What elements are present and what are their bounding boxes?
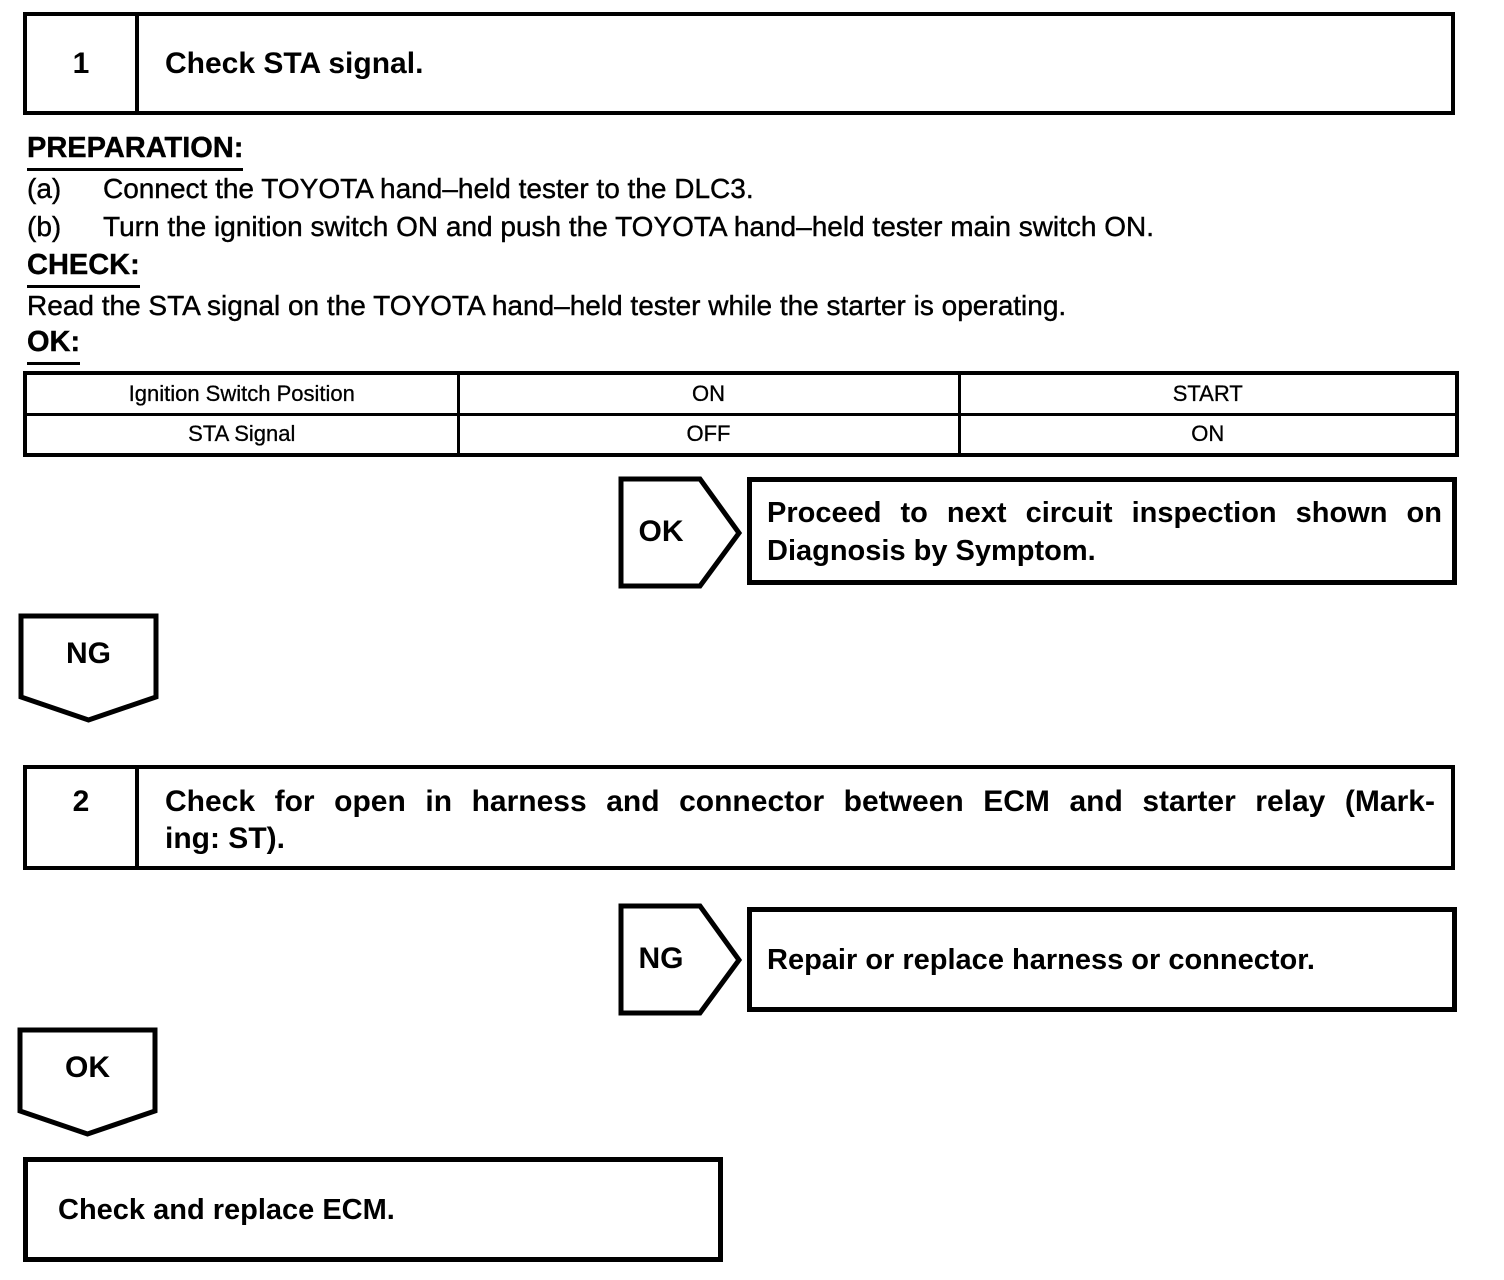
right-arrow-tag-icon: [618, 476, 742, 589]
step-1-title: Check STA signal.: [165, 47, 424, 80]
check-heading: CHECK:: [27, 249, 140, 288]
table-cell: STA Signal: [23, 412, 460, 457]
ok-branch-arrow: OK: [618, 475, 742, 589]
ng-branch-arrow: NG: [618, 902, 742, 1016]
ok-down-label: OK: [65, 1051, 110, 1084]
ng-down-label: NG: [66, 637, 111, 670]
ng-result-box: Repair or replace harness or connector.: [747, 907, 1457, 1012]
step-1-number: 1: [27, 16, 139, 111]
item-a-label: (a): [27, 173, 62, 204]
check-text: Read the STA signal on the TOYOTA hand–h…: [27, 290, 1067, 321]
ng-down-arrow: NG: [18, 612, 159, 724]
item-b-label: (b): [27, 211, 62, 242]
table-cell: ON: [456, 371, 961, 416]
table-cell: ON: [957, 412, 1459, 457]
step-2-title-line2: ing: ST).: [165, 822, 285, 855]
item-a-text: Connect the TOYOTA hand–held tester to t…: [103, 173, 754, 204]
table-row: STA Signal OFF ON: [23, 412, 1459, 457]
ng-branch-label: NG: [638, 942, 684, 975]
final-action-box: Check and replace ECM.: [23, 1157, 723, 1262]
ok-result-line2: Diagnosis by Symptom.: [767, 535, 1096, 567]
item-b-text: Turn the ignition switch ON and push the…: [103, 211, 1155, 242]
preparation-item-a: (a) Connect the TOYOTA hand–held tester …: [27, 173, 754, 205]
ok-heading: OK:: [27, 326, 80, 365]
step-2-number: 2: [27, 769, 139, 866]
preparation-heading: PREPARATION:: [27, 132, 244, 171]
table-cell: START: [957, 371, 1459, 416]
ok-down-arrow: OK: [17, 1026, 158, 1138]
ok-branch-label: OK: [638, 515, 684, 548]
table-cell: OFF: [456, 412, 961, 457]
down-arrow-pentagon-icon: [17, 1027, 158, 1137]
right-arrow-tag-icon: [618, 903, 742, 1016]
down-arrow-pentagon-icon: [18, 613, 159, 723]
preparation-item-b: (b) Turn the ignition switch ON and push…: [27, 211, 1154, 243]
table-row: Ignition Switch Position ON START: [23, 371, 1459, 416]
table-cell: Ignition Switch Position: [23, 371, 460, 416]
step-1-box: 1 Check STA signal.: [23, 12, 1455, 115]
ng-result-text: Repair or replace harness or connector.: [767, 943, 1315, 976]
final-action-text: Check and replace ECM.: [58, 1193, 395, 1226]
signal-table: Ignition Switch Position ON START STA Si…: [23, 371, 1459, 457]
